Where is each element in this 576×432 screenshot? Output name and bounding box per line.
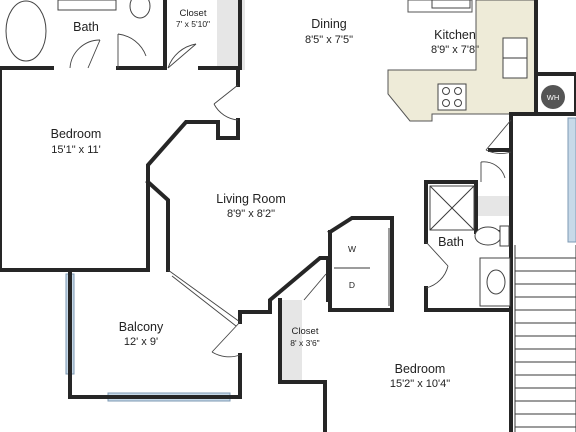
burner-1 [442, 87, 450, 95]
bedroom-right-size: 15'2" x 10'4" [390, 378, 450, 390]
stairs [514, 245, 576, 432]
toilet-right [474, 226, 502, 246]
wall-living-inner [145, 179, 170, 272]
door-bath-right-top [480, 161, 506, 182]
door-kitchen-right [485, 119, 512, 154]
closet-mid-size: 8' x 3'6" [290, 338, 319, 348]
wall-bedroom-left-outer [0, 66, 76, 272]
door-balcony [211, 321, 241, 358]
wall-bedroom-left-diag [72, 118, 240, 272]
wall-bath-top-right [116, 0, 167, 70]
water-heater-label: WH [547, 93, 560, 102]
door-bedroom-left [213, 84, 239, 121]
washer-label: W [348, 244, 356, 254]
burner-3 [442, 99, 450, 107]
closet-top-name: Closet [180, 8, 207, 19]
balcony-size: 12' x 9' [124, 336, 158, 348]
shower-diag-2 [429, 185, 475, 231]
stove [437, 83, 467, 111]
water-heater-icon [541, 85, 565, 109]
stair-landing [511, 244, 576, 432]
living-room-name: Living Room [216, 192, 285, 206]
bedroom-right-name: Bedroom [395, 362, 446, 376]
refrigerator [431, 0, 471, 9]
wall-laundry [327, 216, 394, 312]
burner-2 [454, 87, 462, 95]
bath-top-name: Bath [73, 20, 99, 34]
sink-right [486, 269, 506, 295]
wall-closet-mid [278, 298, 327, 432]
dryer-label: D [349, 280, 355, 290]
closet-mid-shelf [282, 300, 302, 380]
door-closet-mid [303, 273, 327, 301]
living-room-size: 8'9" x 8'2" [227, 208, 275, 220]
right-window [567, 117, 576, 243]
kitchen-size: 8'9" x 7'8" [431, 44, 479, 56]
bedroom-left-size: 15'1" x 11' [51, 144, 101, 156]
door-bath-right [425, 241, 449, 289]
closet-top-size: 7' x 5'10" [176, 19, 210, 29]
bath-right-name: Bath [438, 235, 464, 249]
wall-bath-right-stub [488, 148, 513, 184]
bathtub [5, 0, 47, 62]
door-bath-top-left [69, 39, 101, 69]
kitchen-name: Kitchen [434, 28, 476, 42]
dining-size: 8'5" x 7'5" [305, 34, 353, 46]
bath-top-cabinet [57, 0, 117, 11]
bedroom-left-name: Bedroom [51, 127, 102, 141]
dining-name: Dining [311, 17, 346, 31]
sliding-door-balcony [167, 269, 241, 327]
door-closet-top [167, 43, 197, 69]
wall-kitchen-right [509, 0, 538, 432]
door-bath-top [117, 33, 147, 68]
burner-4 [454, 99, 462, 107]
balcony-name: Balcony [119, 320, 164, 334]
kitchen-counter [387, 0, 537, 122]
toilet-top [129, 0, 151, 19]
bath-right-shower-ledge [476, 196, 510, 216]
toilet-tank-right [499, 225, 510, 247]
closet-mid-name: Closet [292, 326, 319, 337]
wall-wh-closet [534, 72, 576, 116]
